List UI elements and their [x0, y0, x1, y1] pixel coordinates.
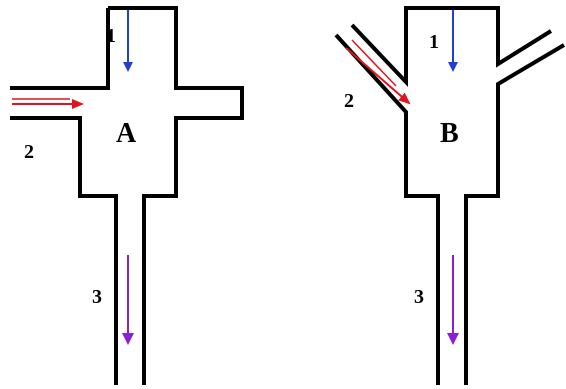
mixer-a-label-2: 2: [24, 141, 34, 163]
mixer-b-wall: [334, 6, 566, 385]
mixer-a-label-3: 3: [92, 286, 102, 308]
mixer-b-label-2: 2: [344, 90, 354, 112]
mixer-b-label-1: 1: [429, 31, 439, 53]
mixer-a: 1 2 A 3: [10, 6, 244, 385]
mixer-b-stream-2-arrow-line-top: [351, 39, 397, 87]
mixer-b-label: B: [440, 118, 459, 149]
mixer-a-label-1: 1: [106, 25, 116, 47]
mixer-a-label: A: [116, 118, 137, 149]
mixer-b: 1 2 B 3: [334, 6, 566, 385]
mixer-a-wall: [10, 6, 244, 385]
mixer-b-label-3: 3: [414, 286, 424, 308]
mixer-b-stream-2-arrow: [345, 47, 411, 105]
